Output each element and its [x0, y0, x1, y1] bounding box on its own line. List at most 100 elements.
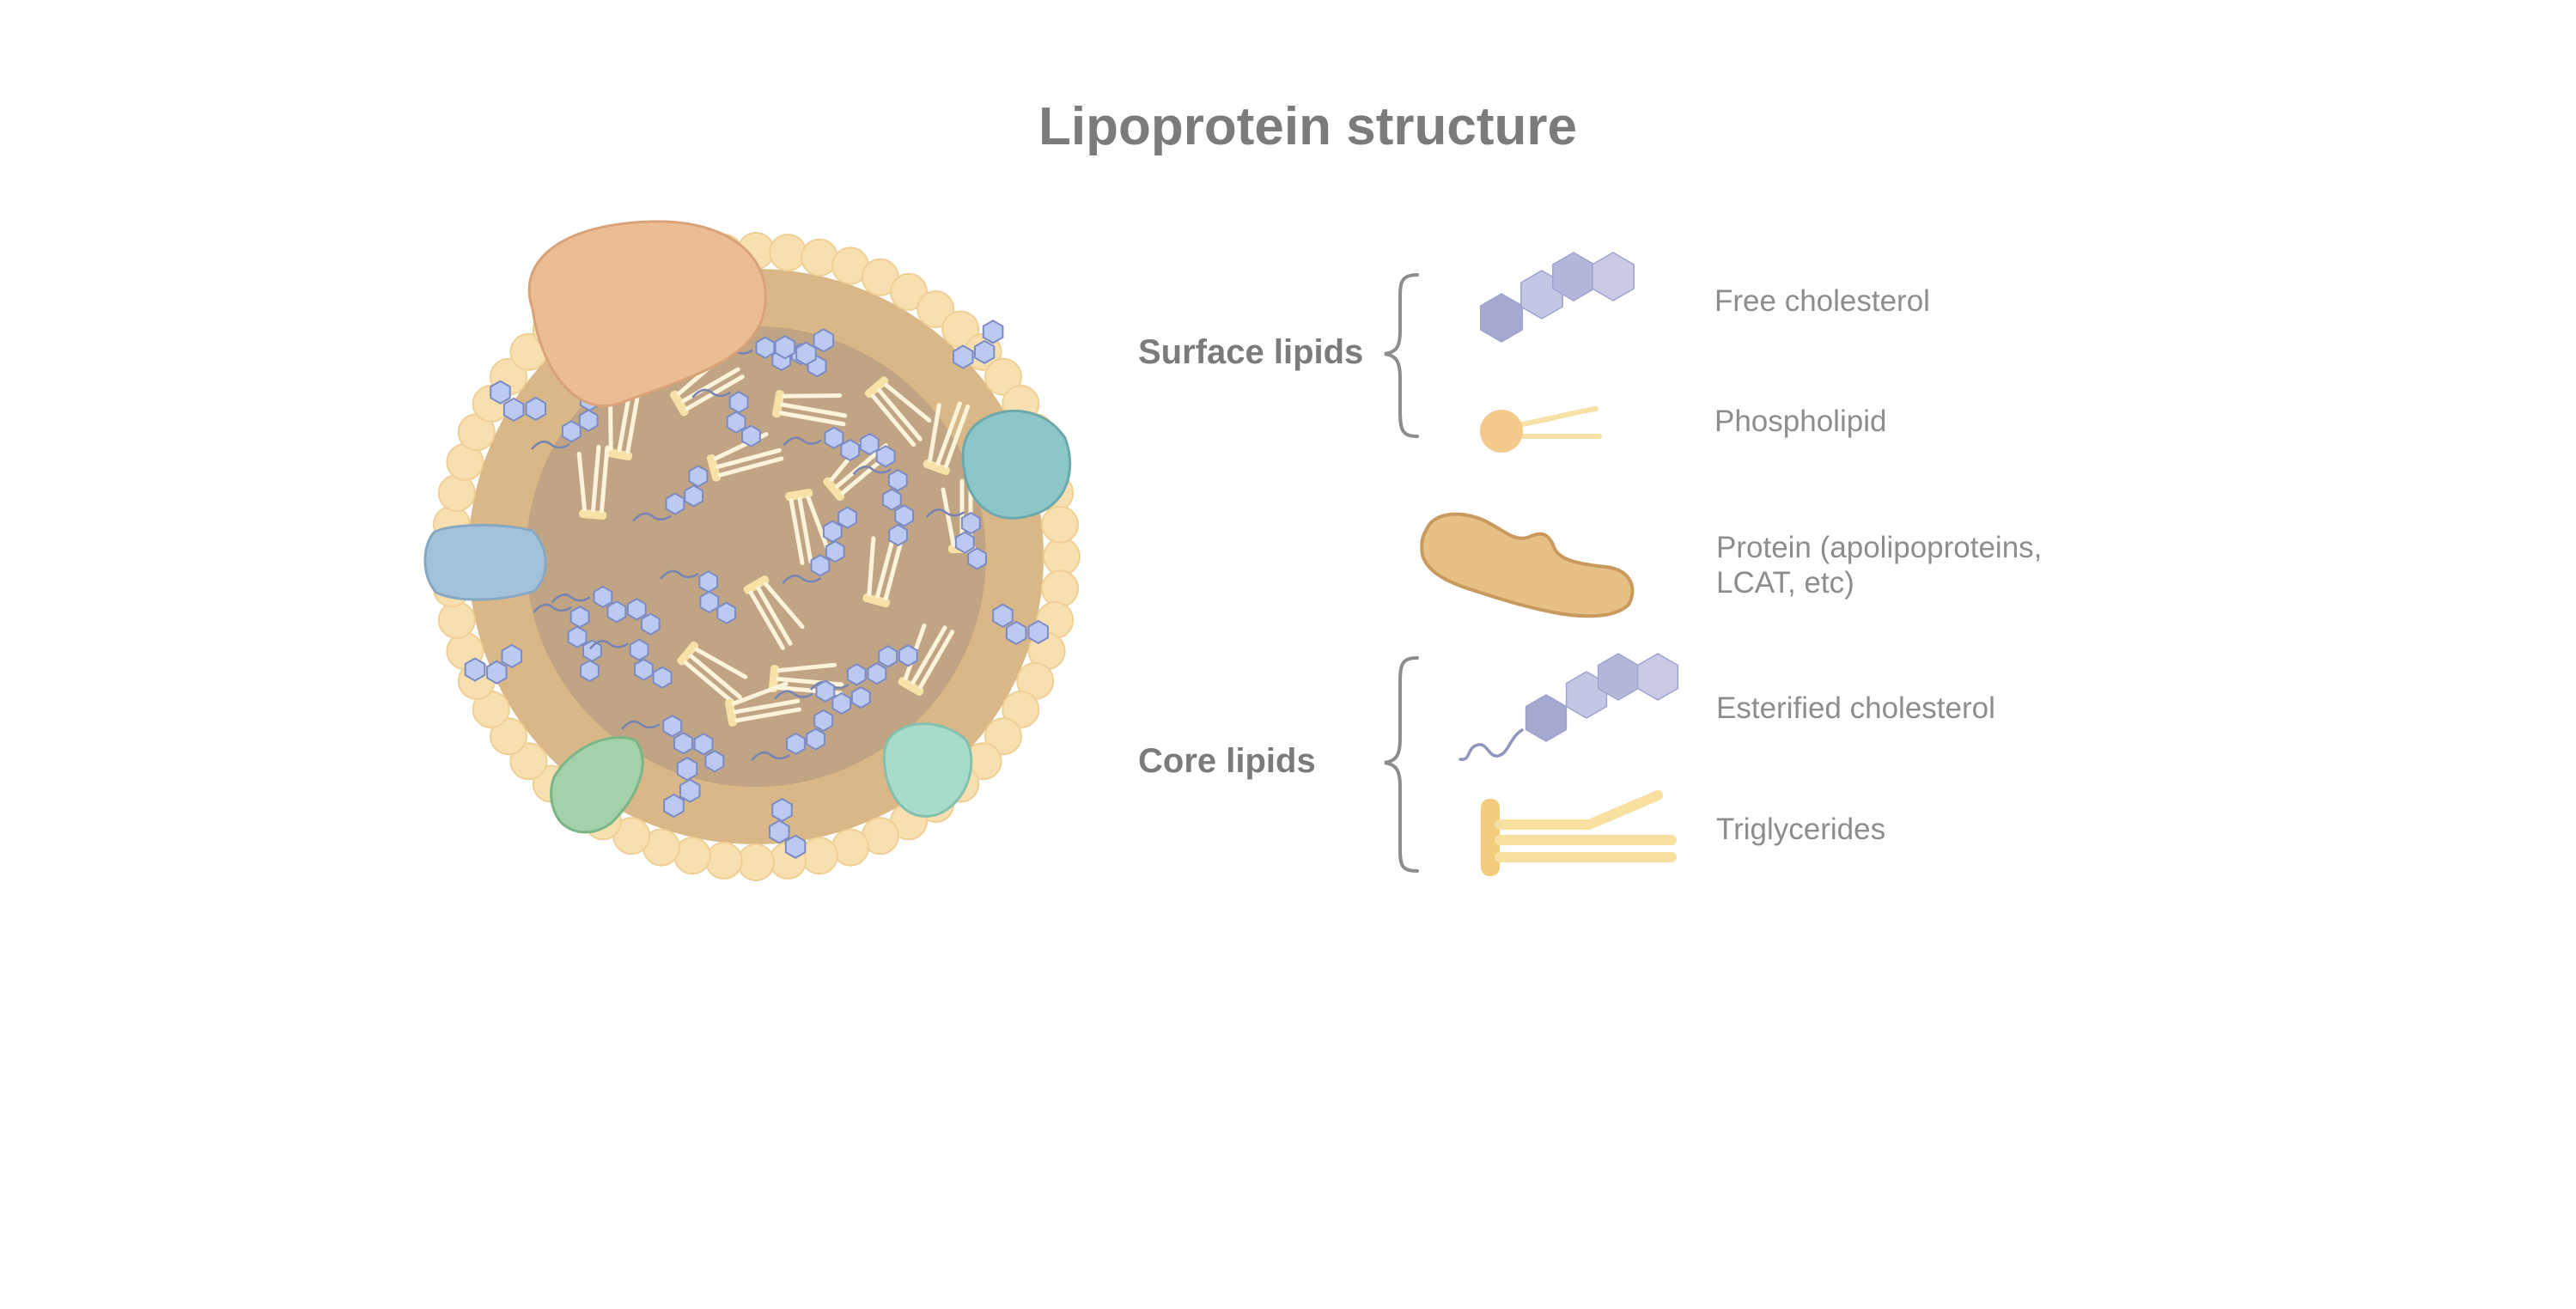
triglyceride-tail [928, 403, 941, 463]
triglyceride-tail [731, 681, 789, 706]
sterol-ring [973, 339, 996, 365]
sterol-ring [1525, 694, 1568, 742]
ester-tail [533, 603, 572, 613]
triglyceride-glycerol [670, 390, 689, 417]
phospholipid-head [890, 272, 928, 311]
sterol-ring [837, 506, 857, 529]
sterol-ring [679, 778, 701, 803]
sterol-ring [1636, 653, 1679, 701]
triglyceride-tail [685, 374, 745, 411]
triglyceride-glycerol [743, 575, 770, 594]
sterol-ring [887, 468, 908, 492]
sterol-ring [898, 644, 918, 667]
sterol-ring [662, 715, 683, 738]
triglyceride-glycerol [785, 488, 813, 502]
sterol-ring [688, 465, 709, 488]
sterol-ring [704, 750, 725, 773]
sterol-ring [992, 603, 1014, 628]
core-esterified-cholesterol [846, 644, 918, 686]
sterol-ring [641, 612, 661, 636]
surface-free-cholesterol [464, 643, 522, 685]
legend-label-triglycerides: Triglycerides [1716, 813, 1886, 846]
triglyceride-tail [683, 661, 737, 706]
ester-tail [751, 751, 790, 761]
triglyceride-glycerol [771, 390, 785, 418]
triglyceride-tail [910, 625, 947, 685]
triglyceride-glycerol [823, 477, 845, 502]
ester-tail [783, 436, 822, 447]
sterol-ring [881, 488, 902, 511]
triglyceride-glycerol [579, 508, 607, 521]
surface-free-cholesterol [663, 757, 701, 819]
core-triglyceride [785, 488, 831, 566]
sterol-ring [634, 658, 654, 681]
ester-tail [551, 594, 591, 604]
triglyceride-tail [576, 451, 588, 512]
sterol-ring [769, 819, 790, 844]
sterol-ring [580, 659, 600, 683]
sterol-ring [774, 335, 796, 360]
protein-green [550, 736, 644, 834]
core-triglyceride [576, 444, 610, 521]
core-lipids-label: Core lipids [1138, 742, 1316, 780]
sterol-ring [693, 733, 714, 756]
sterol-ring [878, 645, 898, 668]
triglyceride-tail [716, 447, 782, 469]
ester-tail [691, 388, 731, 399]
legend-protein-icon [1420, 512, 1635, 618]
sterol-ring [850, 685, 871, 709]
triglyceride-tail [756, 586, 793, 646]
triglyceride-glycerol [862, 593, 891, 608]
core-triglyceride [724, 681, 802, 727]
sterol-ring [755, 336, 776, 359]
phospholipid-head [1480, 410, 1523, 453]
triglyceride-tail [806, 495, 831, 552]
sterol-ring [629, 638, 649, 661]
ester-tail [774, 690, 813, 700]
sterol-ring [578, 409, 599, 432]
phospholipid-head [509, 742, 548, 781]
sterol-ring [673, 732, 693, 755]
ester-tail [620, 720, 661, 730]
core-esterified-cholesterol [698, 570, 737, 624]
sterol-ring [982, 320, 1004, 344]
sterol-ring [784, 834, 807, 859]
triglyceride-tail [884, 382, 932, 423]
core-esterified-cholesterol [954, 511, 987, 570]
triglyceride-tail [591, 444, 601, 513]
sterol-ring [606, 600, 627, 624]
surface-free-cholesterol [769, 797, 807, 859]
core-esterified-cholesterol [810, 506, 857, 577]
triglyceride-tail [694, 647, 748, 679]
sterol-ring [953, 344, 974, 369]
sterol-ring [464, 657, 486, 682]
phospholipid-head [1002, 691, 1040, 728]
sterol-ring [676, 757, 698, 782]
legend-label-esterified-cholesterol: Esterified cholesterol [1716, 691, 1995, 725]
core-triglyceride [862, 533, 904, 608]
legend-label-phospholipid: Phospholipid [1714, 405, 1887, 438]
sterol-ring [822, 520, 843, 543]
sterol-ring [810, 554, 831, 577]
triglyceride-tail [599, 445, 610, 514]
sterol-ring [699, 590, 720, 614]
phospholipid-tail [1509, 406, 1599, 429]
triglyceride-tail [625, 387, 642, 454]
legend-label-protein: Protein (apolipoproteins, LCAT, etc) [1716, 531, 2043, 600]
sterol-ring [1592, 252, 1635, 301]
phospholipid-head [1041, 505, 1080, 544]
core-esterified-cholesterol [881, 468, 914, 547]
triglyceride-tail [717, 456, 784, 478]
triglyceride-tail [797, 496, 813, 564]
sterol-ring [846, 663, 867, 686]
core-triglyceride [743, 575, 805, 650]
triglyceride-tail [780, 402, 848, 418]
legend-free-cholesterol-icon [1480, 252, 1635, 343]
sterol-ring [894, 504, 914, 527]
ester-tail [660, 569, 699, 580]
core-lipids-brace [1384, 656, 1419, 873]
sterol-ring [795, 341, 817, 366]
